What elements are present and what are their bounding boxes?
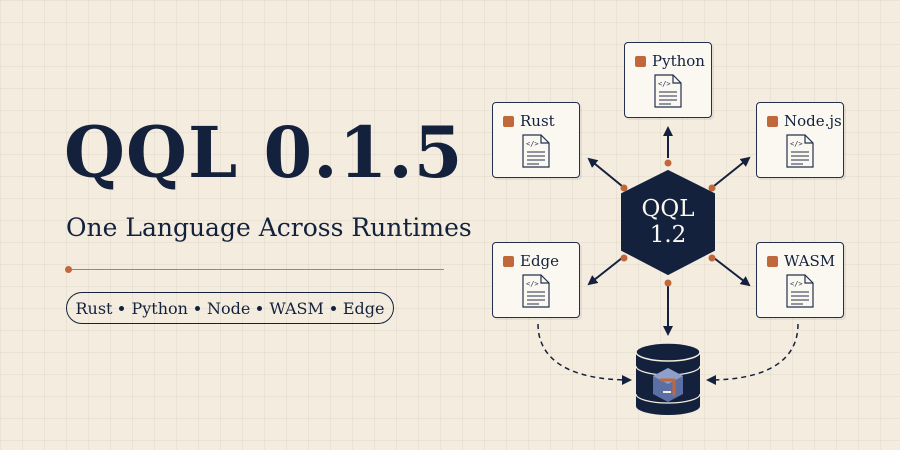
svg-text:</>: </> <box>526 140 539 148</box>
node-wasm-label: WASM <box>784 252 836 270</box>
hub-dot <box>620 184 628 192</box>
node-edge-label: Edge <box>520 252 560 270</box>
node-rust: Rust </> <box>492 102 580 178</box>
arrow-to-rust <box>587 157 623 187</box>
arrow-to-nodejs <box>713 156 751 187</box>
pill-separator <box>119 305 125 311</box>
hub-hexagon <box>621 169 715 276</box>
hub-name: QQL <box>641 196 695 222</box>
hub-dot <box>664 279 672 287</box>
node-rust-label: Rust <box>520 112 555 130</box>
pill-item-node: Node <box>206 298 251 318</box>
orange-square-icon <box>503 115 514 127</box>
pill-item-python: Python <box>131 298 188 318</box>
code-file-icon: </> <box>786 134 814 168</box>
node-nodejs: Node.js </> <box>756 102 844 178</box>
code-file-icon: </> <box>654 74 682 108</box>
arrow-to-wasm <box>713 257 751 287</box>
node-python: Python </> <box>624 42 712 118</box>
orange-square-icon <box>767 255 778 267</box>
code-file-icon: </> <box>786 274 814 308</box>
svg-text:</>: </> <box>790 140 803 148</box>
node-edge: Edge </> <box>492 242 580 318</box>
orange-square-icon <box>635 55 646 67</box>
svg-text:</>: </> <box>658 80 671 88</box>
hub-dot <box>708 184 716 192</box>
code-file-icon: </> <box>522 134 550 168</box>
pill-item-edge: Edge <box>342 298 385 318</box>
orange-square-icon <box>503 255 514 267</box>
subtitle: One Language Across Runtimes <box>66 213 472 242</box>
pill-item-wasm: WASM <box>269 298 324 318</box>
database-icon <box>635 342 701 415</box>
hub-dot <box>708 254 716 262</box>
code-file-icon: </> <box>522 274 550 308</box>
orange-square-icon <box>767 115 778 127</box>
divider-dot <box>65 266 72 273</box>
node-wasm: WASM </> <box>756 242 844 318</box>
node-nodejs-label: Node.js <box>784 112 842 130</box>
dashed-link-wasm-database <box>706 323 799 385</box>
pill-separator <box>257 305 263 311</box>
hub-version: 1.2 <box>649 222 687 249</box>
page-title: QQL 0.1.5 <box>64 111 464 194</box>
runtimes-pill: Rust Python Node WASM Edge <box>66 292 394 324</box>
svg-text:</>: </> <box>790 280 803 288</box>
pill-separator <box>194 305 200 311</box>
arrow-to-edge <box>587 257 623 286</box>
pill-item-rust: Rust <box>75 298 113 318</box>
pill-separator <box>330 305 336 311</box>
qql-logo-icon <box>653 368 683 402</box>
node-python-label: Python <box>652 52 705 70</box>
hub-label: QQL 1.2 <box>620 196 716 249</box>
hub-dot <box>620 254 628 262</box>
svg-text:</>: </> <box>526 280 539 288</box>
hub-dot <box>664 159 672 167</box>
divider-line <box>68 269 444 270</box>
dashed-link-edge-database <box>537 323 632 385</box>
